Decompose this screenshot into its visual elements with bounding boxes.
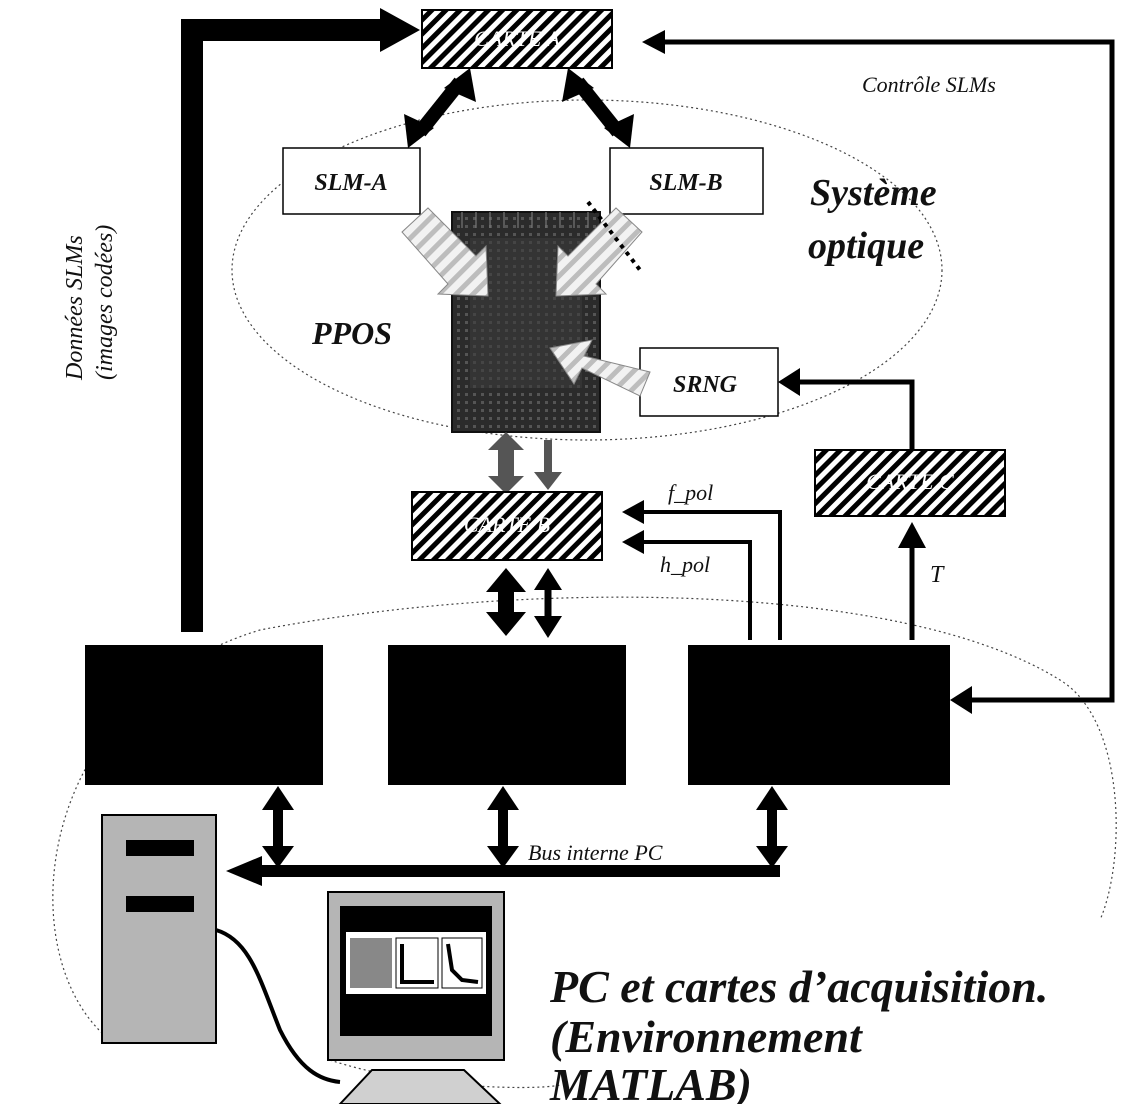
carte-a-slm-a-arrow (404, 68, 476, 148)
pc-caption-line3: MATLAB) (549, 1059, 752, 1104)
slm-a-box: SLM-A (283, 148, 420, 214)
srng-box: SRNG (640, 348, 778, 416)
carte-a: CARTE A (422, 10, 612, 68)
monitor-image-1 (350, 938, 392, 988)
carte-b: CARTE B (412, 492, 602, 560)
data-slms-label-line2: (images codées) (92, 225, 118, 380)
carte-a-label: CARTE A (474, 26, 560, 51)
pc-caption-line1: PC et cartes d’acquisition. (549, 961, 1048, 1012)
t-label: T (930, 562, 945, 588)
h-pol-arrow: h_pol (622, 530, 750, 640)
bus-label: Bus interne PC (528, 840, 663, 865)
carte-a-slm-b-arrow (562, 68, 634, 148)
ppos-label: PPOS (311, 315, 392, 351)
h-pol-label: h_pol (660, 552, 710, 577)
carte-c-srng-arrow (778, 368, 912, 450)
slm-b-label: SLM-B (649, 170, 722, 196)
slm-a-label: SLM-A (314, 170, 387, 196)
acquisition-board-2 (388, 645, 626, 785)
pc-bus: Bus interne PC (226, 786, 788, 886)
carte-c: CARTE C (815, 450, 1005, 516)
carte-b-board-arrows (486, 568, 562, 638)
pc-tower (102, 815, 340, 1082)
optical-system-label-line2: optique (808, 225, 924, 267)
t-arrow: T (898, 522, 945, 640)
pc-monitor (328, 892, 504, 1104)
f-pol-label: f_pol (668, 480, 713, 505)
acquisition-board-1 (85, 645, 323, 785)
pc-caption-line2: (Environnement (550, 1011, 863, 1062)
chip-carte-b-arrows (488, 432, 562, 494)
data-slms-label: Données SLMs (images codées) (62, 225, 118, 381)
carte-c-label: CARTE C (866, 469, 954, 494)
data-slms-label-line1: Données SLMs (62, 235, 88, 381)
slm-b-box: SLM-B (610, 148, 763, 214)
control-slms-label: Contrôle SLMs (862, 72, 996, 97)
optical-system-label-line1: Système (810, 172, 937, 214)
carte-b-label: CARTE B (464, 512, 550, 537)
srng-label: SRNG (673, 372, 738, 398)
acquisition-board-3 (688, 645, 950, 785)
